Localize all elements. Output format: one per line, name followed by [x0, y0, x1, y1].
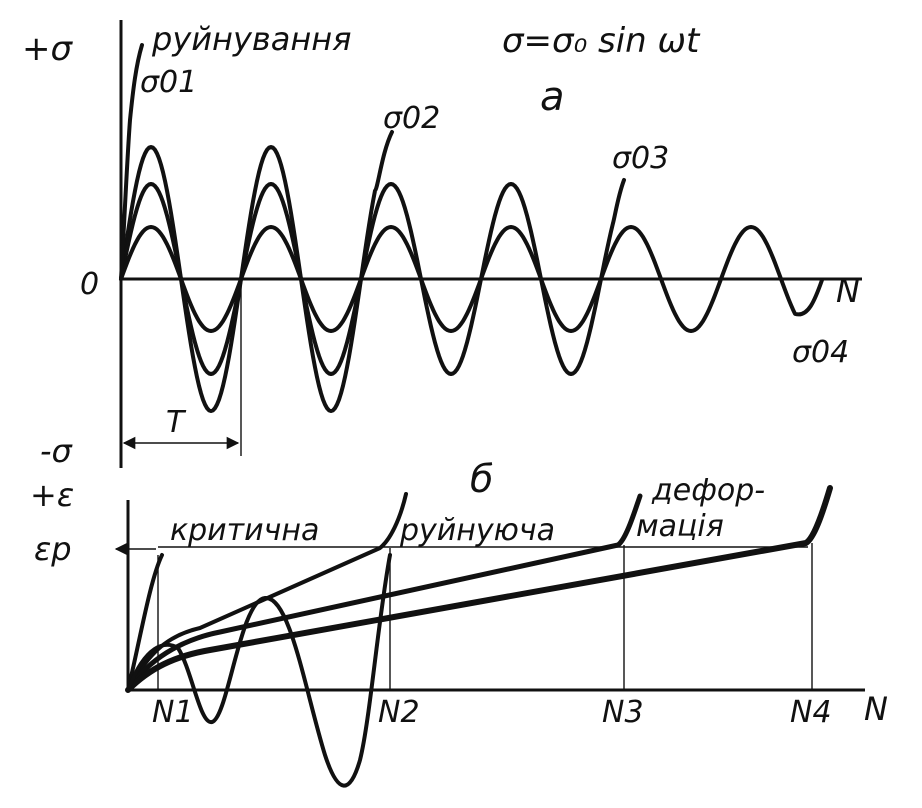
region-word-deformation-2: мація	[636, 509, 724, 544]
strain-curve-n4	[125, 485, 833, 693]
strain-oscillation-curve	[126, 553, 392, 788]
panel-a: +σ -σ 0 N T руйнування σ=σ₀ sin ωt а σ01…	[22, 20, 862, 470]
stress-curve-sigma04	[119, 225, 824, 333]
cycle-mark-n1: N1	[152, 695, 194, 730]
panel-a-x-axis-label: N	[836, 272, 860, 310]
panel-a-y-bottom-label: -σ	[40, 432, 74, 470]
critical-strain-label: εр	[34, 530, 72, 568]
stress-curve-sigma03	[119, 178, 626, 376]
curve-label-sigma02: σ02	[383, 101, 440, 136]
region-word-critical: критична	[170, 513, 319, 548]
curve-label-sigma04: σ04	[792, 335, 849, 370]
stress-formula: σ=σ₀ sin ωt	[502, 21, 701, 61]
strain-curve-n1	[126, 553, 164, 692]
panel-b: +ε εр б критична руйнуюча дефор- мація N…	[30, 457, 888, 788]
stress-curve-sigma02	[119, 130, 394, 413]
panel-a-letter: а	[540, 74, 565, 120]
panel-b-letter: б	[470, 457, 493, 501]
panel-b-y-axis-label: +ε	[30, 476, 74, 514]
cycle-mark-n4: N4	[790, 695, 832, 730]
period-label: T	[166, 405, 187, 440]
region-word-deformation-1: дефор-	[651, 473, 765, 508]
panel-a-origin-label: 0	[80, 267, 99, 302]
cycle-mark-n2: N2	[378, 695, 420, 730]
strain-curve-n2	[126, 492, 408, 692]
stress-curve-sigma01	[119, 43, 144, 281]
failure-label: руйнування	[151, 20, 351, 58]
region-word-destructive: руйнуюча	[399, 513, 555, 548]
curve-label-sigma01: σ01	[140, 65, 197, 100]
panel-b-x-axis-label: N	[864, 690, 888, 728]
cycle-mark-n3: N3	[602, 695, 644, 730]
panel-a-y-top-label: +σ	[22, 29, 73, 69]
curve-label-sigma03: σ03	[612, 141, 669, 176]
strain-curve-n3	[125, 493, 643, 693]
